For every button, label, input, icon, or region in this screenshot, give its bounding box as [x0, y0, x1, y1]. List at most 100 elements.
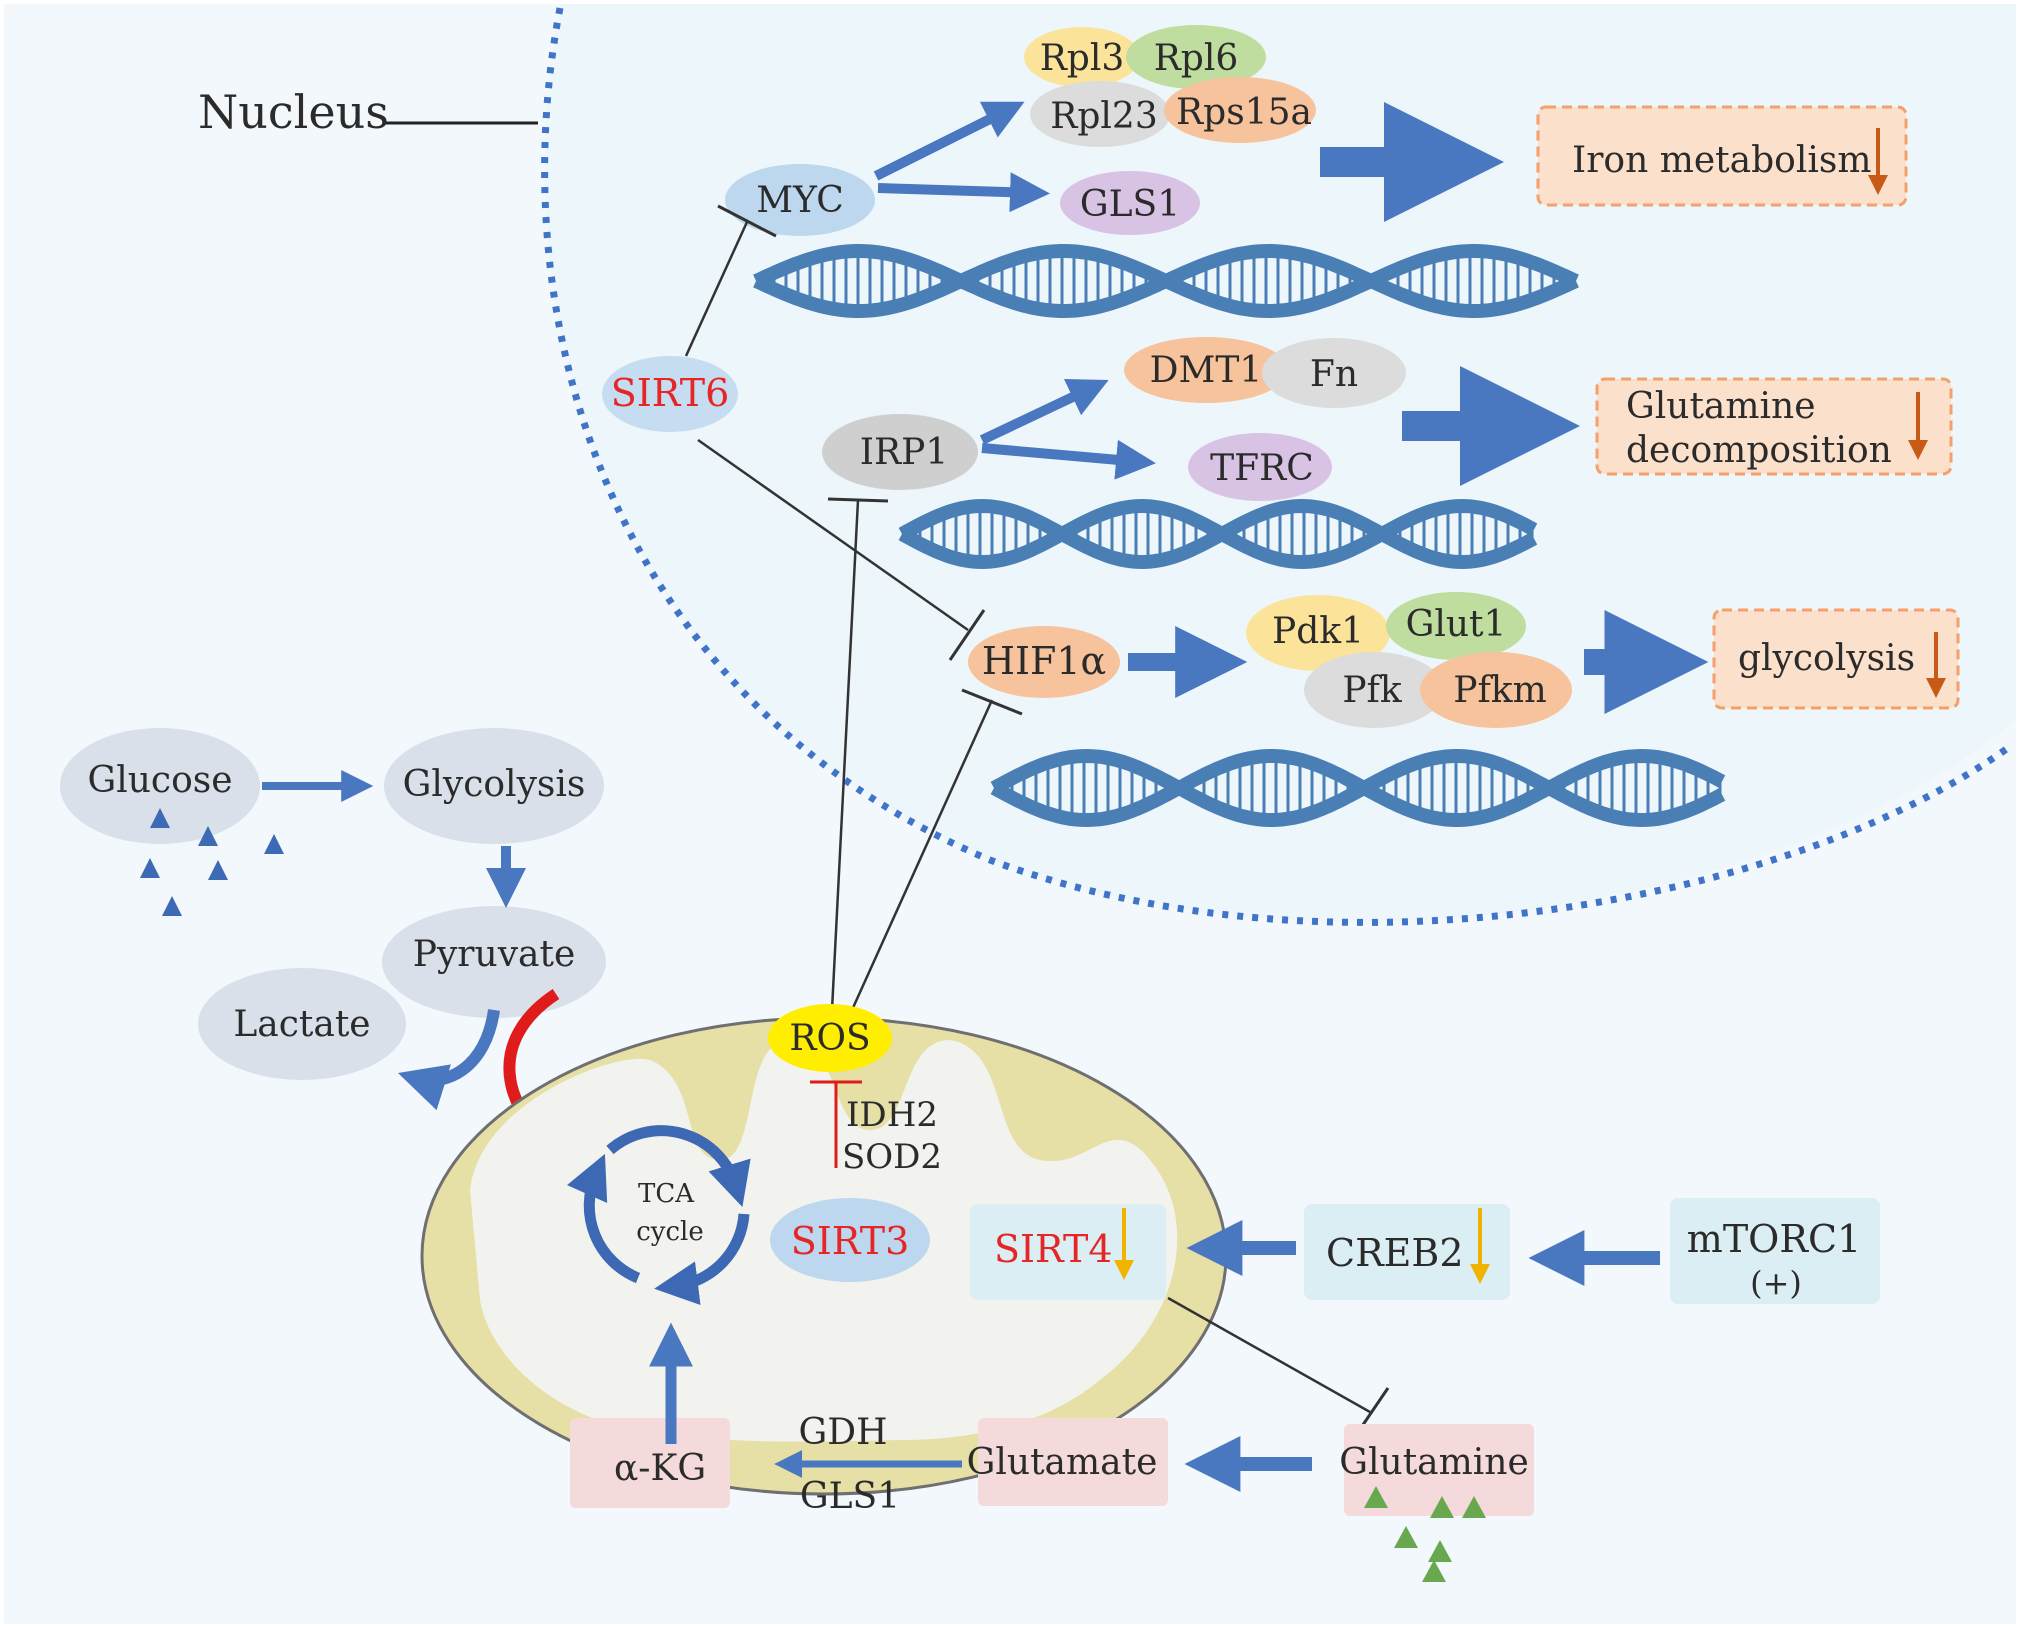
iron-metabolism-box [1536, 105, 1908, 207]
hif1a-node [968, 626, 1120, 698]
sirt6-inhibits-myc-bar [717, 204, 777, 238]
idh2-label: IDH2 [846, 1095, 938, 1135]
tfrc-label: TFRC [1210, 448, 1314, 489]
glutamine-molecule [1428, 1540, 1452, 1562]
dna-strand [990, 748, 1726, 828]
tca-arc-left [566, 1153, 641, 1284]
sirt6-label: SIRT6 [611, 371, 730, 415]
rpl13-label: Rpl3 [1040, 38, 1125, 79]
rpl6-node [1126, 25, 1266, 89]
mtorc1-plus-label: (+) [1750, 1264, 1802, 1302]
tca-arc-right [654, 1213, 750, 1306]
pfk-node [1304, 652, 1444, 728]
glutamine-molecule [1462, 1496, 1486, 1518]
gls1-mito-label: GLS1 [800, 1476, 900, 1517]
pyruvate-label: Pyruvate [413, 934, 576, 975]
irp1-label: IRP1 [860, 432, 948, 473]
dmt1-label: DMT1 [1150, 350, 1263, 391]
glutamine-box [1344, 1424, 1534, 1516]
tca-cycle: TCA cycle [566, 1125, 751, 1306]
rpl6-label: Rpl6 [1154, 38, 1239, 79]
ros-node [768, 1004, 892, 1072]
irp1-to-dmt1-arrow [979, 379, 1109, 445]
sirt3-label: SIRT3 [791, 1219, 910, 1263]
sod2-label: SOD2 [842, 1137, 942, 1177]
rpl23-node [1030, 81, 1170, 147]
sirt4-inhibits-glutamine-line [1167, 1296, 1371, 1414]
glucose-molecule [264, 834, 284, 854]
nucleus-label: Nucleus [198, 85, 389, 139]
glucose-molecule [140, 858, 160, 878]
lactate-label: Lactate [233, 1004, 370, 1045]
fn-label: Fn [1310, 354, 1358, 395]
tca-arc-top [606, 1125, 751, 1208]
glutamine-decomposition-box [1595, 377, 1953, 476]
nucleus-membrane [541, 7, 2015, 926]
myc-to-ribosomal-arrow [873, 101, 1025, 181]
glycolysis-node [384, 728, 604, 844]
creb2-box [1304, 1204, 1510, 1300]
ros-inhibits-irp1-line [830, 499, 860, 1011]
rps15a-label: Rps15a [1176, 92, 1312, 133]
dna-helix-1 [753, 244, 1579, 318]
pfkm-node [1420, 652, 1572, 728]
glutamate-label: Glutamate [967, 1442, 1158, 1483]
glutamine-molecule [1430, 1496, 1454, 1518]
rpl23-label: Rpl23 [1050, 96, 1157, 137]
dna-helix-2 [898, 498, 1538, 570]
gls1-nuclear-node [1060, 171, 1200, 235]
rpl13-node [1024, 27, 1140, 87]
dmt1-node [1124, 337, 1288, 403]
irp1-to-tfrc-arrow [981, 439, 1156, 480]
ros-inhibits-hif1a-bar [961, 688, 1023, 716]
glutamine-molecule [1364, 1486, 1388, 1508]
gls1-nuclear-label: GLS1 [1080, 184, 1180, 225]
glucose-node [60, 728, 260, 844]
glutamine-label: Glutamine [1339, 1442, 1529, 1483]
glycolysis-outcome-box [1712, 608, 1960, 710]
dna-strand [898, 498, 1538, 570]
glucose-molecule [198, 826, 218, 846]
akg-label: α-KG [614, 1448, 706, 1489]
ros-inhibits-irp1-bar [827, 497, 889, 503]
glucose-molecule [162, 896, 182, 916]
hif1a-label: HIF1α [982, 639, 1106, 683]
glucose-molecule [150, 808, 170, 828]
glycolysis-outcome-label: glycolysis [1738, 638, 1915, 679]
dna-helix-3 [990, 748, 1726, 828]
glutamine-molecule [1422, 1560, 1446, 1582]
gdh-label: GDH [798, 1412, 887, 1453]
sirt6-inhibits-hif1a-bar [948, 609, 986, 661]
glucose-label: Glucose [87, 760, 232, 801]
pfk-label: Pfk [1342, 670, 1403, 711]
rps15a-node [1164, 77, 1316, 143]
glucose-molecule [208, 860, 228, 880]
pyruvate-node [382, 906, 606, 1018]
mtorc1-label: mTORC1 [1687, 1217, 1861, 1261]
pdk1-label: Pdk1 [1272, 611, 1364, 652]
mtorc1-box [1670, 1198, 1880, 1304]
fn-node [1262, 338, 1406, 408]
iron-metabolism-label: Iron metabolism [1572, 140, 1871, 181]
myc-node [725, 164, 875, 236]
pfkm-label: Pfkm [1453, 670, 1547, 711]
ros-inhibits-hif1a-line [850, 699, 994, 1011]
glut1-label: Glut1 [1406, 604, 1507, 645]
sirt6-node [602, 356, 738, 432]
myc-label: MYC [756, 180, 844, 221]
pyruvate-to-lactate-arrow [397, 1009, 500, 1111]
irp1-node [822, 414, 978, 490]
glut1-node [1386, 592, 1526, 660]
creb2-label: CREB2 [1326, 1231, 1464, 1275]
lactate-node [198, 968, 406, 1080]
dna-strand [753, 244, 1579, 318]
glutamine-decomposition-line2: decomposition [1626, 430, 1892, 471]
glutamine-decomposition-line1: Glutamine [1626, 386, 1816, 427]
glutamate-box [978, 1418, 1168, 1506]
sirt4-label: SIRT4 [994, 1227, 1113, 1271]
tca-label-line1: TCA [638, 1179, 695, 1209]
sirt6-inhibits-myc-line [684, 221, 749, 357]
tca-label-line2: cycle [636, 1217, 704, 1247]
sirt3-node [770, 1198, 930, 1282]
